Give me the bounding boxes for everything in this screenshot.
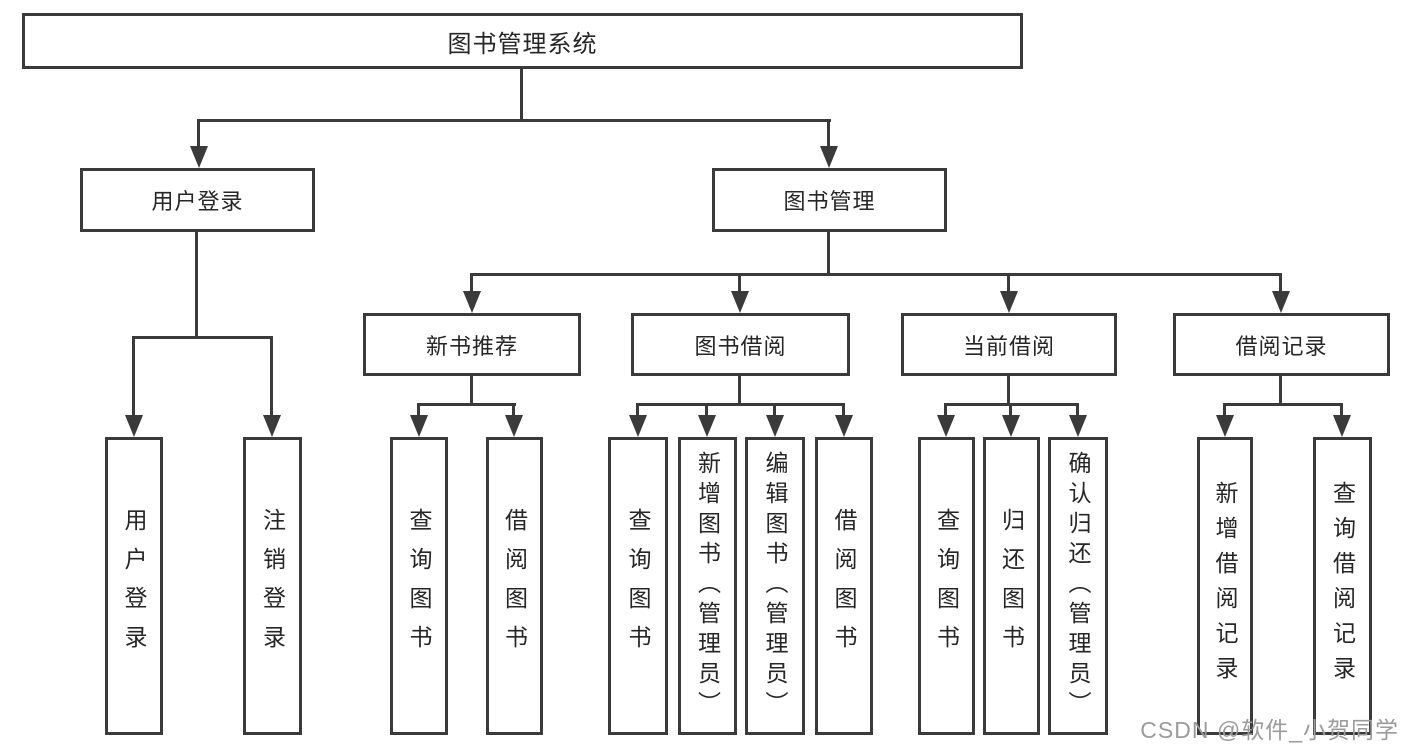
node-label: 新增借阅记录 [1212,481,1238,691]
node-book-management: 图书管理 [712,168,947,232]
leaf-confirm-return-admin: 确认归还（管理员） [1048,437,1108,735]
arrowhead-down [1002,415,1020,437]
node-label: 新增图书（管理员） [694,451,721,721]
connector-line [773,403,776,418]
connector-line [270,336,273,418]
connector-line [738,273,741,294]
connector-line [417,403,420,418]
connector-line [636,403,639,418]
node-new-book-recommend: 新书推荐 [363,313,581,376]
connector-line [1279,273,1282,294]
arrowhead-down [263,415,281,437]
arrowhead-down [1216,415,1234,437]
node-label: 用户登录 [121,508,147,664]
connector-line [470,376,473,403]
connector-line [520,69,523,119]
leaf-query-books: 查询图书 [918,437,975,735]
leaf-logout: 注销登录 [243,437,302,735]
connector-line [738,376,741,403]
arrowhead-down [835,415,853,437]
connector-line [842,403,845,418]
connector-line [195,232,198,336]
connector-line [197,119,200,150]
arrowhead-down [505,415,523,437]
connector-line [1223,403,1343,406]
node-user-login: 用户登录 [80,168,315,232]
connector-line [197,119,831,122]
arrowhead-down [731,291,749,313]
arrowhead-down [766,415,784,437]
node-label: 图书管理 [783,189,876,214]
node-label: 用户登录 [151,189,244,214]
connector-line [1007,376,1010,403]
connector-line [636,403,844,406]
connector-line [132,336,273,339]
arrowhead-down [1069,415,1087,437]
connector-line [470,273,473,294]
arrowhead-down [1333,415,1351,437]
connector-line [1223,403,1226,418]
connector-line [1340,403,1343,418]
connector-line [944,403,947,418]
arrowhead-down [820,146,838,168]
arrowhead-down [698,415,716,437]
connector-line [417,403,516,406]
connector-line [132,336,135,418]
arrowhead-down [125,415,143,437]
node-label: 当前借阅 [962,333,1055,359]
connector-line [470,273,1281,276]
arrowhead-down [410,415,428,437]
node-label: 查询借阅记录 [1329,481,1356,691]
connector-line [705,403,708,418]
leaf-query-books: 查询图书 [608,437,668,735]
connector-line [827,119,830,150]
node-label: 查询图书 [625,508,651,664]
node-library-system: 图书管理系统 [22,13,1023,69]
leaf-borrow-books: 借阅图书 [486,437,543,735]
node-label: 归还图书 [998,508,1025,664]
node-label: 查询图书 [406,508,432,664]
connector-line [1007,273,1010,294]
leaf-add-books-admin: 新增图书（管理员） [678,437,737,735]
node-label: 图书借阅 [694,333,787,359]
node-label: 新书推荐 [425,333,518,359]
leaf-borrow-books: 借阅图书 [815,437,873,735]
arrowhead-down [629,415,647,437]
connector-line [827,232,830,273]
node-book-borrow: 图书借阅 [631,313,850,376]
node-label: 确认归还（管理员） [1065,451,1091,721]
node-label: 借阅图书 [831,508,857,664]
node-label: 查询图书 [933,508,960,664]
node-current-borrow: 当前借阅 [901,313,1117,376]
leaf-return-books: 归还图书 [983,437,1040,735]
leaf-add-borrow-record: 新增借阅记录 [1197,437,1253,735]
node-label: 编辑图书（管理员） [762,451,788,721]
arrowhead-down [1272,291,1290,313]
connector-line [1009,403,1012,418]
arrowhead-down [1000,291,1018,313]
arrowhead-down [190,146,208,168]
node-label: 借阅图书 [501,508,528,664]
arrowhead-down [937,415,955,437]
node-borrow-records: 借阅记录 [1173,313,1390,376]
leaf-query-books: 查询图书 [390,437,448,735]
connector-line [1279,376,1282,403]
node-label: 图书管理系统 [447,30,598,58]
arrowhead-down [463,291,481,313]
leaf-edit-books-admin: 编辑图书（管理员） [745,437,805,735]
node-label: 借阅记录 [1235,333,1328,359]
leaf-user-login: 用户登录 [105,437,163,735]
leaf-query-borrow-record: 查询借阅记录 [1313,437,1372,735]
node-label: 注销登录 [259,508,286,664]
connector-line [1076,403,1079,418]
connector-line [512,403,515,418]
csdn-watermark: CSDN @软件_小贺同学 [1140,717,1399,743]
